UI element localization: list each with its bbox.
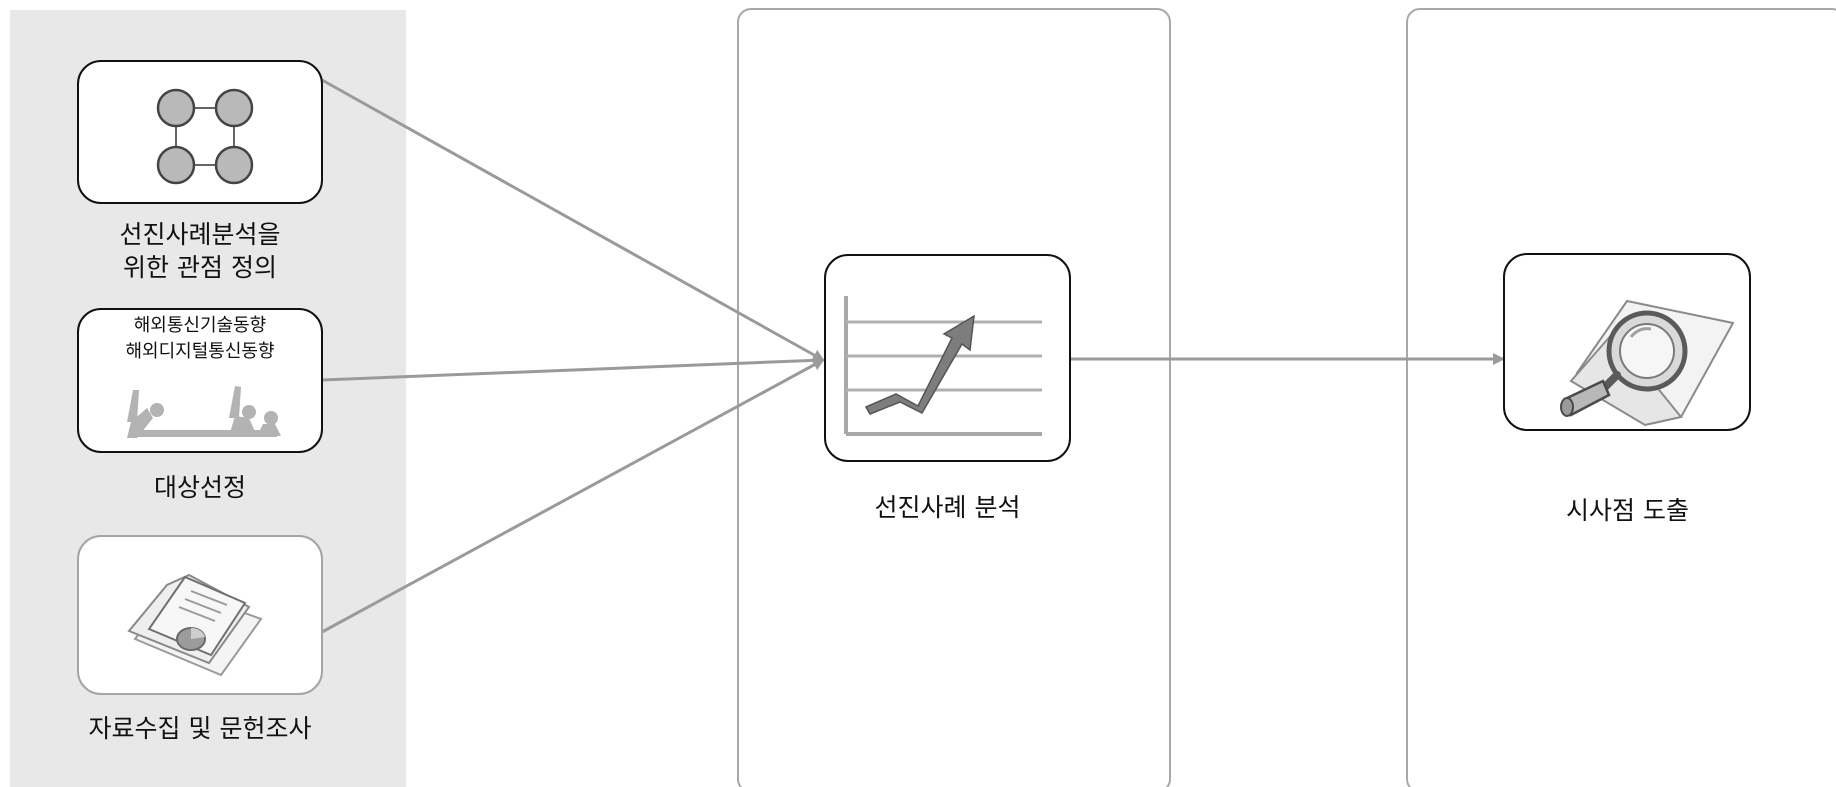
pointing-people-icon <box>127 386 281 438</box>
research-node <box>77 535 323 695</box>
target-topic-2: 해외디지털통신동향 <box>125 341 275 362</box>
insight-label-text: 시사점 도출 <box>1566 496 1689 525</box>
analysis-label: 선진사례 분석 <box>784 491 1111 524</box>
insight-node <box>1503 253 1751 431</box>
magnifier-document-icon <box>1560 299 1735 427</box>
analysis-node <box>824 254 1071 462</box>
research-label-text: 자료수집 및 문헌조사 <box>88 714 312 743</box>
research-label: 자료수집 및 문헌조사 <box>57 712 343 745</box>
definition-label: 선진사례분석을 위한 관점 정의 <box>77 218 323 284</box>
target-selection-node: 해외통신기술동향 해외디지털통신동향 <box>77 308 323 453</box>
definition-label-line1: 선진사례분석을 <box>119 220 281 249</box>
rising-chart-icon <box>844 296 1042 436</box>
documents-pie-chart-icon <box>127 573 263 677</box>
target-selection-label-text: 대상선정 <box>153 473 246 502</box>
definition-node <box>77 60 323 204</box>
definition-label-line2: 위한 관점 정의 <box>123 253 277 282</box>
analysis-label-text: 선진사례 분석 <box>874 493 1021 522</box>
insight-label: 시사점 도출 <box>1464 494 1791 527</box>
insight-column <box>1406 8 1836 787</box>
target-topic-1: 해외통신기술동향 <box>133 315 267 336</box>
target-selection-label: 대상선정 <box>77 471 323 504</box>
network-nodes-icon <box>156 88 254 185</box>
